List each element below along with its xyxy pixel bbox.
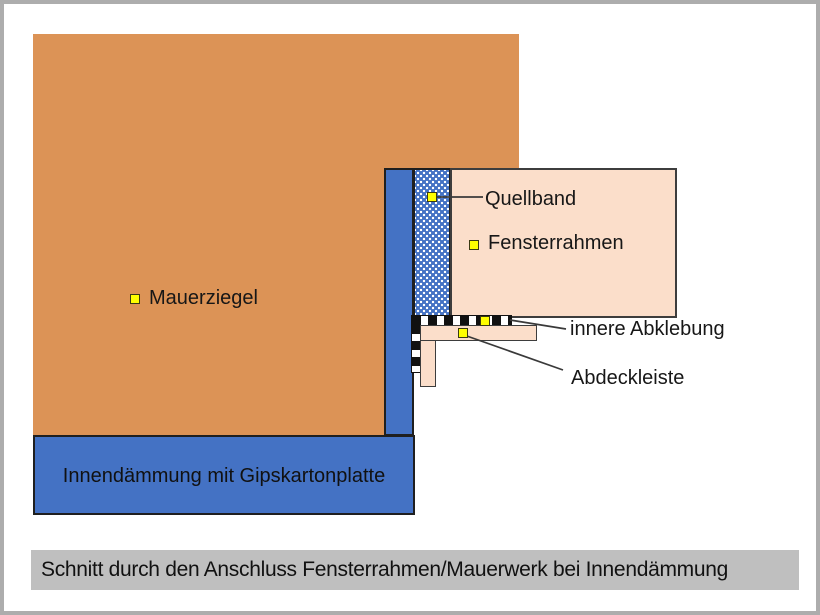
label-quellband: Quellband [485,188,577,210]
marker-mauerziegel-icon [130,294,140,304]
label-fensterrahmen: Fensterrahmen [488,232,624,254]
label-abdeckleiste: Abdeckleiste [571,367,685,389]
marker-abdeckleiste-icon [458,328,468,338]
marker-innere-abklebung-icon [480,316,490,326]
insulation-bar-label: Innendämmung mit Gipskartonplatte [62,464,386,487]
insulation-vertical-strip [384,168,414,436]
quellband-strip [413,168,451,317]
caption-text: Schnitt durch den Anschluss Fensterrahme… [41,558,728,581]
marker-quellband-icon [427,192,437,202]
window-frame-shape [450,168,677,318]
label-mauerziegel: Mauerziegel [149,287,258,309]
cover-strip-horizontal [420,325,537,341]
insulation-gypsum-bar: Innendämmung mit Gipskartonplatte [33,435,415,515]
label-innere-abklebung: innere Abklebung [570,318,725,340]
marker-fensterrahmen-icon [469,240,479,250]
masonry-brick-shape-left [33,34,384,435]
caption-bar: Schnitt durch den Anschluss Fensterrahme… [31,550,799,590]
